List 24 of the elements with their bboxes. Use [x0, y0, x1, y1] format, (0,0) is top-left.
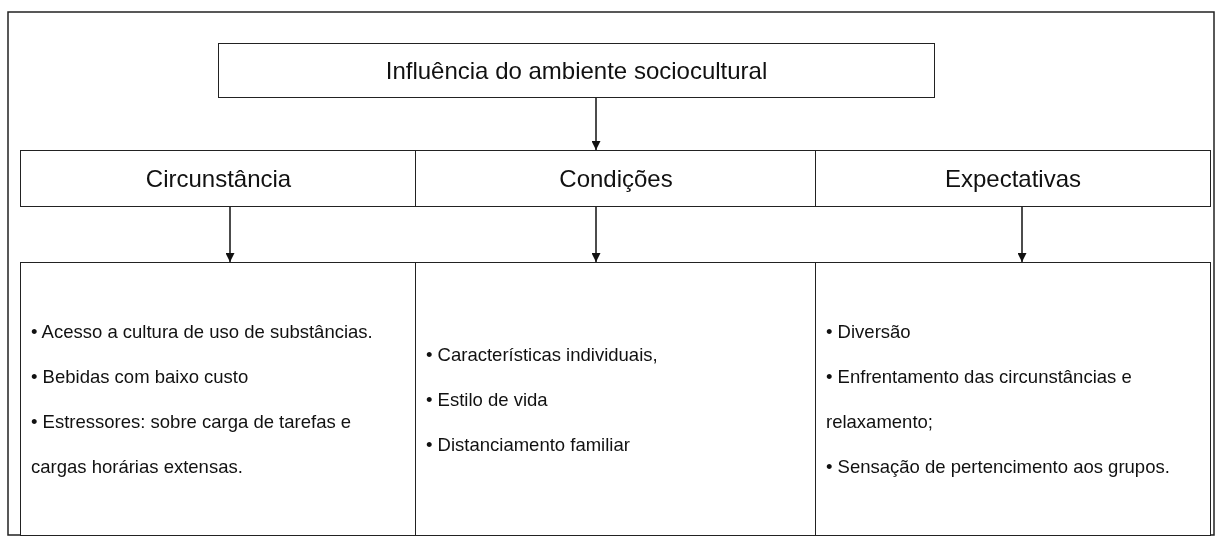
heading-box: [20, 150, 417, 207]
heading-box: [218, 43, 935, 98]
bullet-item: • Acesso a cultura de uso de substâncias.: [31, 320, 374, 344]
heading-text: Condições: [559, 164, 673, 193]
arrow: [225, 206, 235, 263]
bullet-item: • Distanciamento familiar: [426, 432, 631, 457]
bullet-item: • Diversão: [826, 320, 912, 344]
arrow: [591, 206, 601, 263]
arrow: [591, 97, 601, 151]
bullet-item: • Estilo de vida: [426, 387, 549, 412]
list-box: [20, 262, 417, 536]
bullet-item: • Bebidas com baixo custo: [31, 365, 250, 389]
heading-text: Expectativas: [944, 164, 1082, 193]
heading-box: [415, 150, 817, 207]
heading-box: [815, 150, 1211, 207]
heading-text: Circunstância: [145, 164, 292, 193]
bullet-item: • Características individuais,: [426, 342, 659, 367]
bullet-item: • Estressores: sobre carga de tarefas e cargas horárias extensas.: [31, 410, 353, 479]
heading-text: Influência do ambiente sociocultural: [385, 56, 768, 85]
list-box: [815, 262, 1211, 536]
bullet-item: • Enfrentamento das circunstâncias e relaxamento;: [826, 365, 1133, 434]
arrow: [1017, 206, 1027, 263]
list-box: [415, 262, 817, 536]
bullet-item: • Sensação de pertencimento aos grupos.: [826, 455, 1171, 479]
